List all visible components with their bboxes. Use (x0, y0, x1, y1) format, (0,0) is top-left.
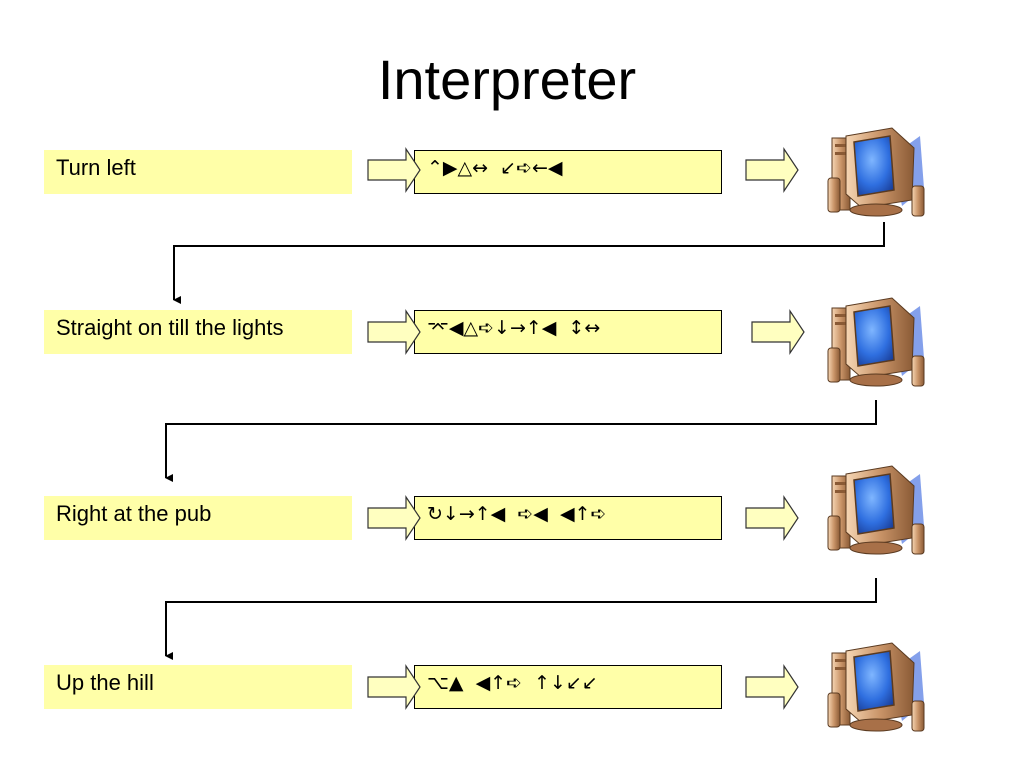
flow-arrow-icon (745, 496, 799, 540)
instruction-box: Right at the pub (44, 496, 352, 540)
flow-arrow-icon (367, 310, 421, 354)
flow-arrow-icon (367, 665, 421, 709)
flow-arrow-icon (367, 496, 421, 540)
code-box: ⌃▶△↔ ↙➪←◀ (414, 150, 722, 194)
code-box: ⌤◀△➪↓→↑◀ ↕↔ (414, 310, 722, 354)
slide-title: Interpreter (377, 48, 637, 111)
computer-icon (827, 642, 925, 732)
computer-icon (827, 465, 925, 555)
flow-arrow-icon (745, 148, 799, 192)
connector-line (165, 578, 877, 660)
computer-icon (827, 127, 925, 217)
connector-line (173, 222, 885, 304)
computer-icon (827, 297, 925, 387)
code-box: ↻↓→↑◀ ➪◀ ◀↑➪ (414, 496, 722, 540)
code-box: ⌥▲ ◀↑➪ ↑↓↙↙ (414, 665, 722, 709)
connector-line (165, 400, 877, 482)
flow-arrow-icon (751, 310, 805, 354)
instruction-box: Turn left (44, 150, 352, 194)
flow-arrow-icon (745, 665, 799, 709)
flow-arrow-icon (367, 148, 421, 192)
instruction-box: Straight on till the lights (44, 310, 352, 354)
instruction-box: Up the hill (44, 665, 352, 709)
